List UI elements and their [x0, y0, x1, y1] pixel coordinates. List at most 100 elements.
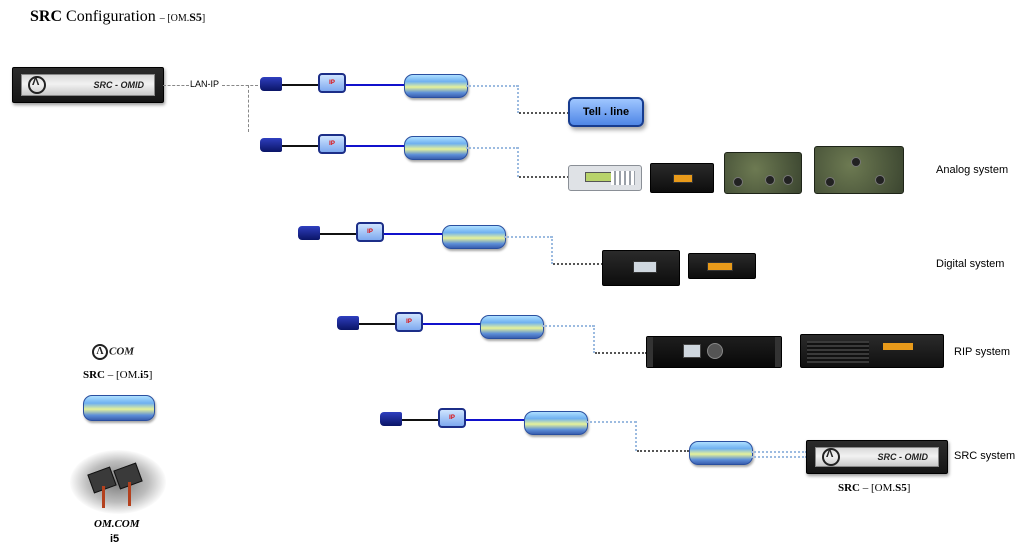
repeater-grill	[807, 341, 869, 363]
ip-connector-icon	[337, 316, 359, 330]
analog-radio-2	[650, 163, 714, 193]
page-title: SRC Configuration – [OM.S5]	[30, 8, 205, 26]
lan-dash-right	[222, 85, 258, 86]
blue-link	[466, 419, 524, 421]
radio-screen	[673, 174, 693, 183]
analog-radio-4	[814, 146, 904, 194]
om-logo-icon	[28, 76, 46, 94]
src-system-label: SRC system	[954, 450, 1016, 462]
blue-link	[346, 84, 404, 86]
dotted-link	[542, 325, 594, 327]
ip-connector-icon	[260, 138, 282, 152]
knob	[851, 157, 861, 167]
om-logo-icon: Λ	[92, 344, 108, 360]
wire	[128, 482, 131, 506]
title-sub-bold: S5	[189, 10, 202, 24]
radio-keypad	[611, 171, 635, 185]
master-rack-unit: SRC - OMID	[12, 67, 164, 103]
radio-screen	[707, 262, 733, 271]
dotted-link	[517, 147, 519, 177]
ip-box: IP	[438, 408, 466, 428]
dotted-link	[637, 450, 689, 452]
title-sub: – [OM.S5]	[159, 10, 206, 24]
radio-modem-icon	[442, 225, 506, 249]
repeater-screen	[883, 343, 913, 350]
knob	[733, 177, 743, 187]
blue-link	[384, 233, 442, 235]
caption-bold: SRC	[838, 482, 861, 494]
cable	[359, 323, 395, 325]
dotted-link	[466, 85, 518, 87]
digital-radio-2	[688, 253, 756, 279]
analog-system-label: Analog system	[936, 164, 1009, 176]
digital-radio-1	[602, 250, 680, 286]
dotted-link	[751, 456, 807, 458]
rip-repeater-1	[646, 336, 782, 368]
dotted-link	[504, 236, 552, 238]
caption-bold2: i5	[140, 369, 149, 381]
lan-dash-left	[163, 85, 189, 86]
repeater-screen	[683, 344, 701, 358]
caption-suffix: ]	[906, 482, 911, 494]
remote-rack-unit: SRC - OMID	[806, 440, 948, 474]
om-logo-icon	[822, 448, 840, 466]
knob	[765, 175, 775, 185]
ip-connector-icon	[380, 412, 402, 426]
title-sub-prefix: – [OM.	[159, 13, 190, 24]
radio-modem-icon	[404, 136, 468, 160]
rip-system-label: RIP system	[954, 346, 1011, 358]
repeater-knob	[707, 343, 723, 359]
ip-box: IP	[395, 312, 423, 332]
ip-box: IP	[318, 134, 346, 154]
title-bold: SRC	[30, 8, 63, 25]
radio-modem-icon	[480, 315, 544, 339]
dotted-link	[593, 325, 595, 353]
dotted-link	[595, 352, 647, 354]
left-src-caption: SRC – [OM.i5]	[83, 369, 152, 381]
digital-system-label: Digital system	[936, 258, 1005, 270]
dotted-link	[519, 112, 569, 114]
dotted-link	[517, 85, 519, 113]
analog-radio-3	[724, 152, 802, 194]
dotted-link	[466, 147, 518, 149]
radio-screen	[633, 261, 657, 273]
radio-modem-icon	[689, 441, 753, 465]
rack-ear	[775, 337, 781, 367]
ip-connector-icon	[260, 77, 282, 91]
dotted-link	[586, 421, 636, 423]
rack-ear	[647, 337, 653, 367]
title-sub-suffix: ]	[201, 13, 206, 24]
ip-box: IP	[356, 222, 384, 242]
ip-connector-icon	[298, 226, 320, 240]
cable	[402, 419, 438, 421]
photo-caption: OM.COM	[94, 518, 140, 530]
cable	[282, 145, 318, 147]
dotted-link	[635, 421, 637, 451]
caption-bold: SRC	[83, 369, 106, 381]
photo-caption-model: i5	[110, 533, 120, 545]
ip-box: IP	[318, 73, 346, 93]
analog-radio-1	[568, 165, 642, 191]
remote-rack-label: SRC - OMID	[877, 452, 929, 462]
rip-repeater-2	[800, 334, 944, 368]
lan-ip-label: LAN-IP	[190, 79, 220, 89]
title-text: Configuration	[66, 8, 156, 25]
caption-bold2: S5	[895, 482, 907, 494]
dotted-link	[553, 263, 603, 265]
cable	[282, 84, 318, 86]
blue-link	[346, 145, 404, 147]
wire	[102, 486, 105, 508]
dotted-link	[751, 451, 807, 453]
tell-line-box: Tell . line	[568, 97, 644, 127]
radio-modem-icon	[83, 395, 155, 421]
rack-face: SRC - OMID	[21, 74, 155, 96]
cable	[320, 233, 356, 235]
caption-suffix: ]	[148, 369, 153, 381]
radio-screen	[585, 172, 613, 182]
dotted-link	[551, 236, 553, 264]
master-rack-label: SRC - OMID	[93, 80, 145, 90]
rack-face: SRC - OMID	[815, 447, 939, 467]
om-com-device-photo	[70, 450, 166, 514]
radio-modem-icon	[404, 74, 468, 98]
